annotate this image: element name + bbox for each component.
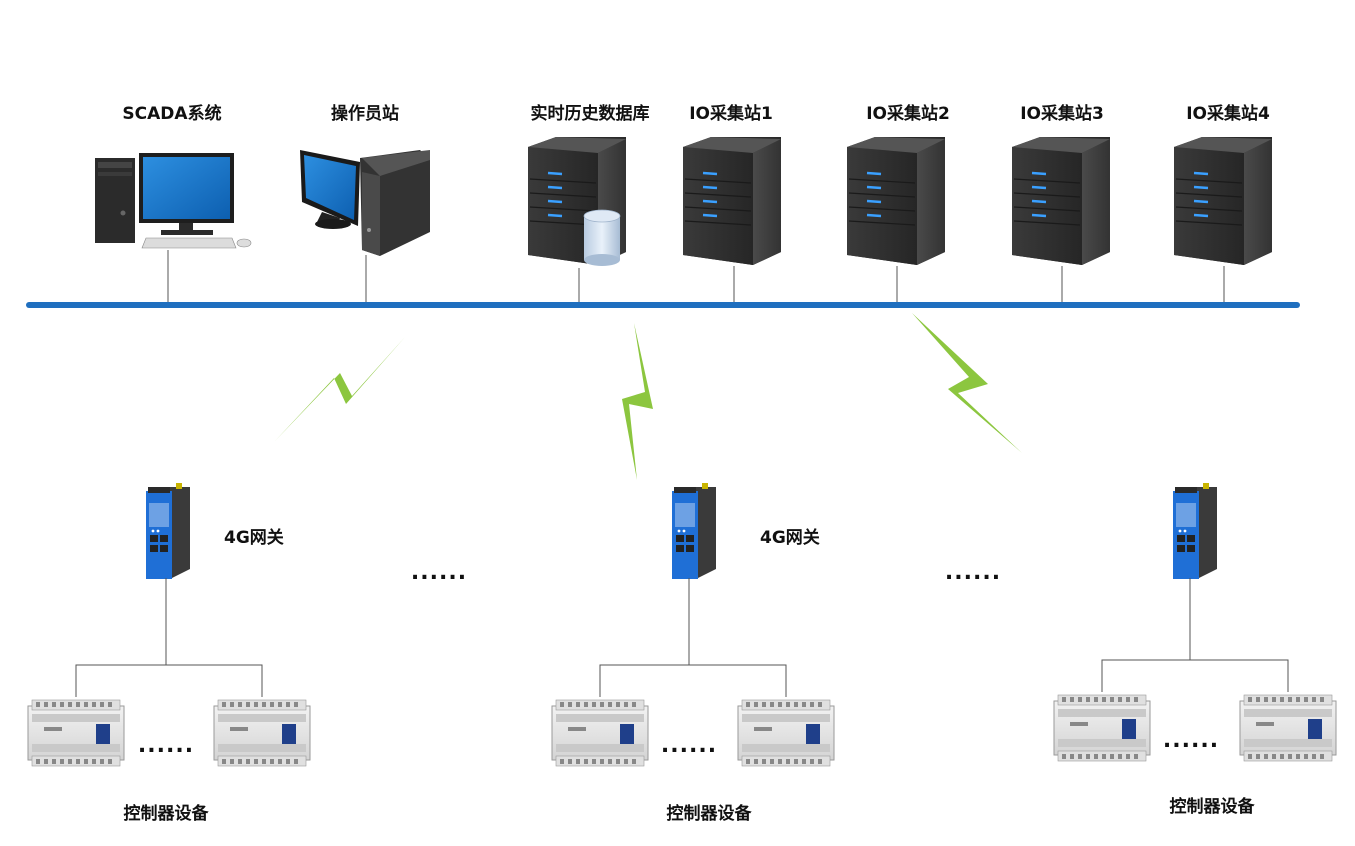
- node-label-io-station-1: IO采集站1: [689, 104, 773, 124]
- ellipsis: ......: [660, 733, 718, 758]
- gateway-router-icon: [672, 483, 716, 579]
- node-label-operator-station: 操作员站: [331, 104, 399, 124]
- node-label-io-station-2: IO采集站2: [866, 104, 950, 124]
- plc-controller-icon: [1053, 694, 1151, 762]
- server-tower-icon: [1172, 135, 1274, 267]
- monitor-workstation-icon: [300, 150, 430, 256]
- controller-group-label: 控制器设备: [1169, 797, 1255, 817]
- plc-controller-icon: [213, 699, 311, 767]
- ellipsis: ......: [410, 560, 468, 585]
- gateway-label: 4G网关: [760, 528, 820, 548]
- plc-controller-icon: [737, 699, 835, 767]
- gateway-router-icon: [146, 483, 190, 579]
- gateway-label: 4G网关: [224, 528, 284, 548]
- database-server-icon: [526, 135, 628, 267]
- node-label-io-station-3: IO采集站3: [1020, 104, 1104, 124]
- controller-links: [75, 578, 1289, 697]
- controller-group-label: 控制器设备: [666, 804, 752, 824]
- ellipsis: ......: [137, 733, 195, 758]
- wireless-link-icon: [622, 323, 653, 480]
- ellipsis: ......: [944, 560, 1002, 585]
- wireless-link-icon: [912, 313, 1022, 453]
- server-tower-icon: [681, 135, 783, 267]
- node-label-scada: SCADA系统: [122, 104, 222, 124]
- ellipsis: ......: [1162, 728, 1220, 753]
- plc-controller-icon: [27, 699, 125, 767]
- desktop-computer-icon: [95, 153, 252, 249]
- server-tower-icon: [845, 135, 947, 267]
- wireless-link-icon: [275, 337, 405, 441]
- gateway-router-icon: [1173, 483, 1217, 579]
- plc-controller-icon: [551, 699, 649, 767]
- node-label-io-station-4: IO采集站4: [1186, 104, 1270, 124]
- bus-drops: [167, 250, 1225, 302]
- controller-group-label: 控制器设备: [123, 804, 209, 824]
- plc-controller-icon: [1239, 694, 1337, 762]
- node-label-database: 实时历史数据库: [530, 104, 650, 124]
- server-tower-icon: [1010, 135, 1112, 267]
